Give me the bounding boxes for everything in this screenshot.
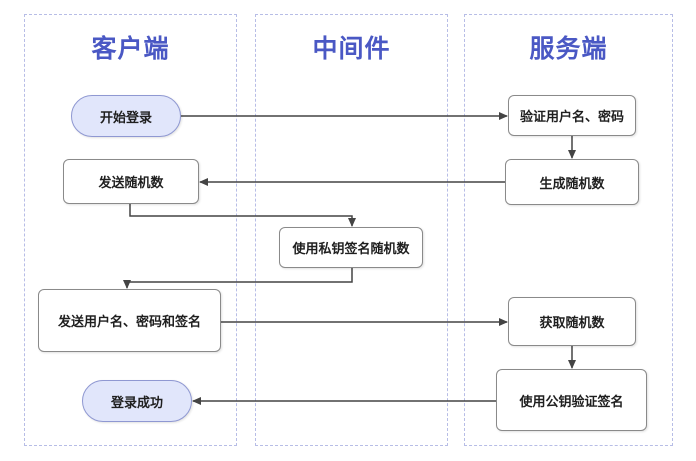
node-start-login: 开始登录 bbox=[71, 95, 181, 137]
node-sign-random: 使用私钥签名随机数 bbox=[279, 227, 423, 268]
node-login-success: 登录成功 bbox=[82, 380, 192, 422]
lane-title-server: 服务端 bbox=[529, 34, 608, 63]
lane-client: 客户端 bbox=[24, 14, 237, 446]
node-send-credentials-signature: 发送用户名、密码和签名 bbox=[38, 289, 221, 352]
node-get-random: 获取随机数 bbox=[508, 297, 636, 346]
node-generate-random: 生成随机数 bbox=[505, 159, 639, 205]
node-verify-credentials: 验证用户名、密码 bbox=[508, 95, 636, 136]
lane-server: 服务端 bbox=[464, 14, 673, 446]
node-send-random: 发送随机数 bbox=[63, 159, 199, 204]
arrow-send-random-to-sign bbox=[129, 204, 356, 227]
arrow-sign-to-send-credentials bbox=[123, 268, 353, 289]
lane-title-client: 客户端 bbox=[91, 34, 170, 63]
lane-title-middleware: 中间件 bbox=[312, 34, 391, 63]
node-verify-signature: 使用公钥验证签名 bbox=[496, 369, 647, 431]
lane-middleware: 中间件 bbox=[255, 14, 448, 446]
